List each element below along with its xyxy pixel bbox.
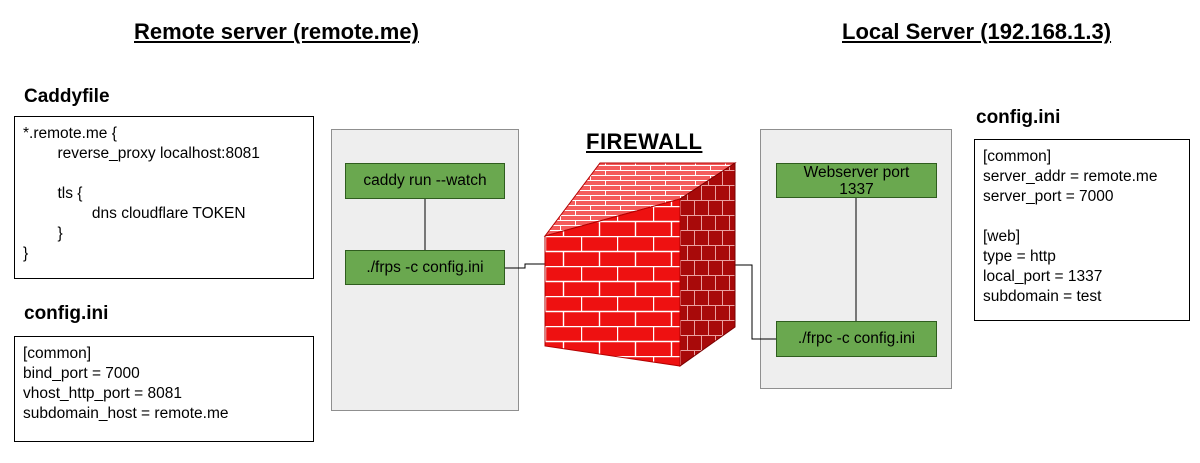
config-line: server_addr = remote.me [983, 168, 1158, 185]
config-line: subdomain = test [983, 288, 1102, 305]
firewall-label: FIREWALL [586, 129, 703, 154]
caddyfile-box: *.remote.me { reverse_proxy localhost:80… [14, 116, 314, 279]
code-line: tls { [23, 185, 83, 202]
remote-config-heading: config.ini [24, 303, 109, 324]
config-line: local_port = 1337 [983, 268, 1103, 285]
webserver-port: 1337 [839, 180, 874, 198]
connector-frps-firewall [505, 263, 546, 269]
webserver-label: Webserver port [803, 163, 910, 181]
webserver-node: Webserver port 1337 [776, 163, 937, 198]
config-line: bind_port = 7000 [23, 365, 140, 382]
code-line: reverse_proxy localhost:8081 [23, 145, 260, 162]
config-line: [web] [983, 228, 1021, 245]
caddyfile-heading: Caddyfile [24, 86, 110, 107]
code-line: *.remote.me { [23, 125, 117, 142]
config-line: [common] [23, 345, 92, 362]
config-line: type = http [983, 248, 1056, 265]
caddy-run-node: caddy run --watch [345, 163, 505, 199]
firewall-side-face [679, 162, 736, 367]
local-config-box: [common] server_addr = remote.me server_… [974, 139, 1190, 321]
local-server-title: Local Server (192.168.1.3) [842, 19, 1112, 44]
config-line: server_port = 7000 [983, 188, 1114, 205]
code-line: } [23, 225, 63, 242]
code-line: } [23, 245, 29, 262]
remote-server-title: Remote server (remote.me) [134, 19, 419, 44]
remote-config-box: [common] bind_port = 7000 vhost_http_por… [14, 336, 314, 442]
config-line: vhost_http_port = 8081 [23, 385, 182, 402]
connector-firewall-frpc [732, 264, 776, 340]
firewall-wall [543, 162, 737, 367]
local-config-heading: config.ini [976, 107, 1061, 128]
code-line: dns cloudflare TOKEN [23, 205, 246, 222]
frps-node: ./frps -c config.ini [345, 250, 505, 285]
firewall-front-face [544, 198, 681, 367]
config-line: subdomain_host = remote.me [23, 405, 229, 422]
frpc-node: ./frpc -c config.ini [776, 321, 937, 357]
config-line: [common] [983, 148, 1052, 165]
